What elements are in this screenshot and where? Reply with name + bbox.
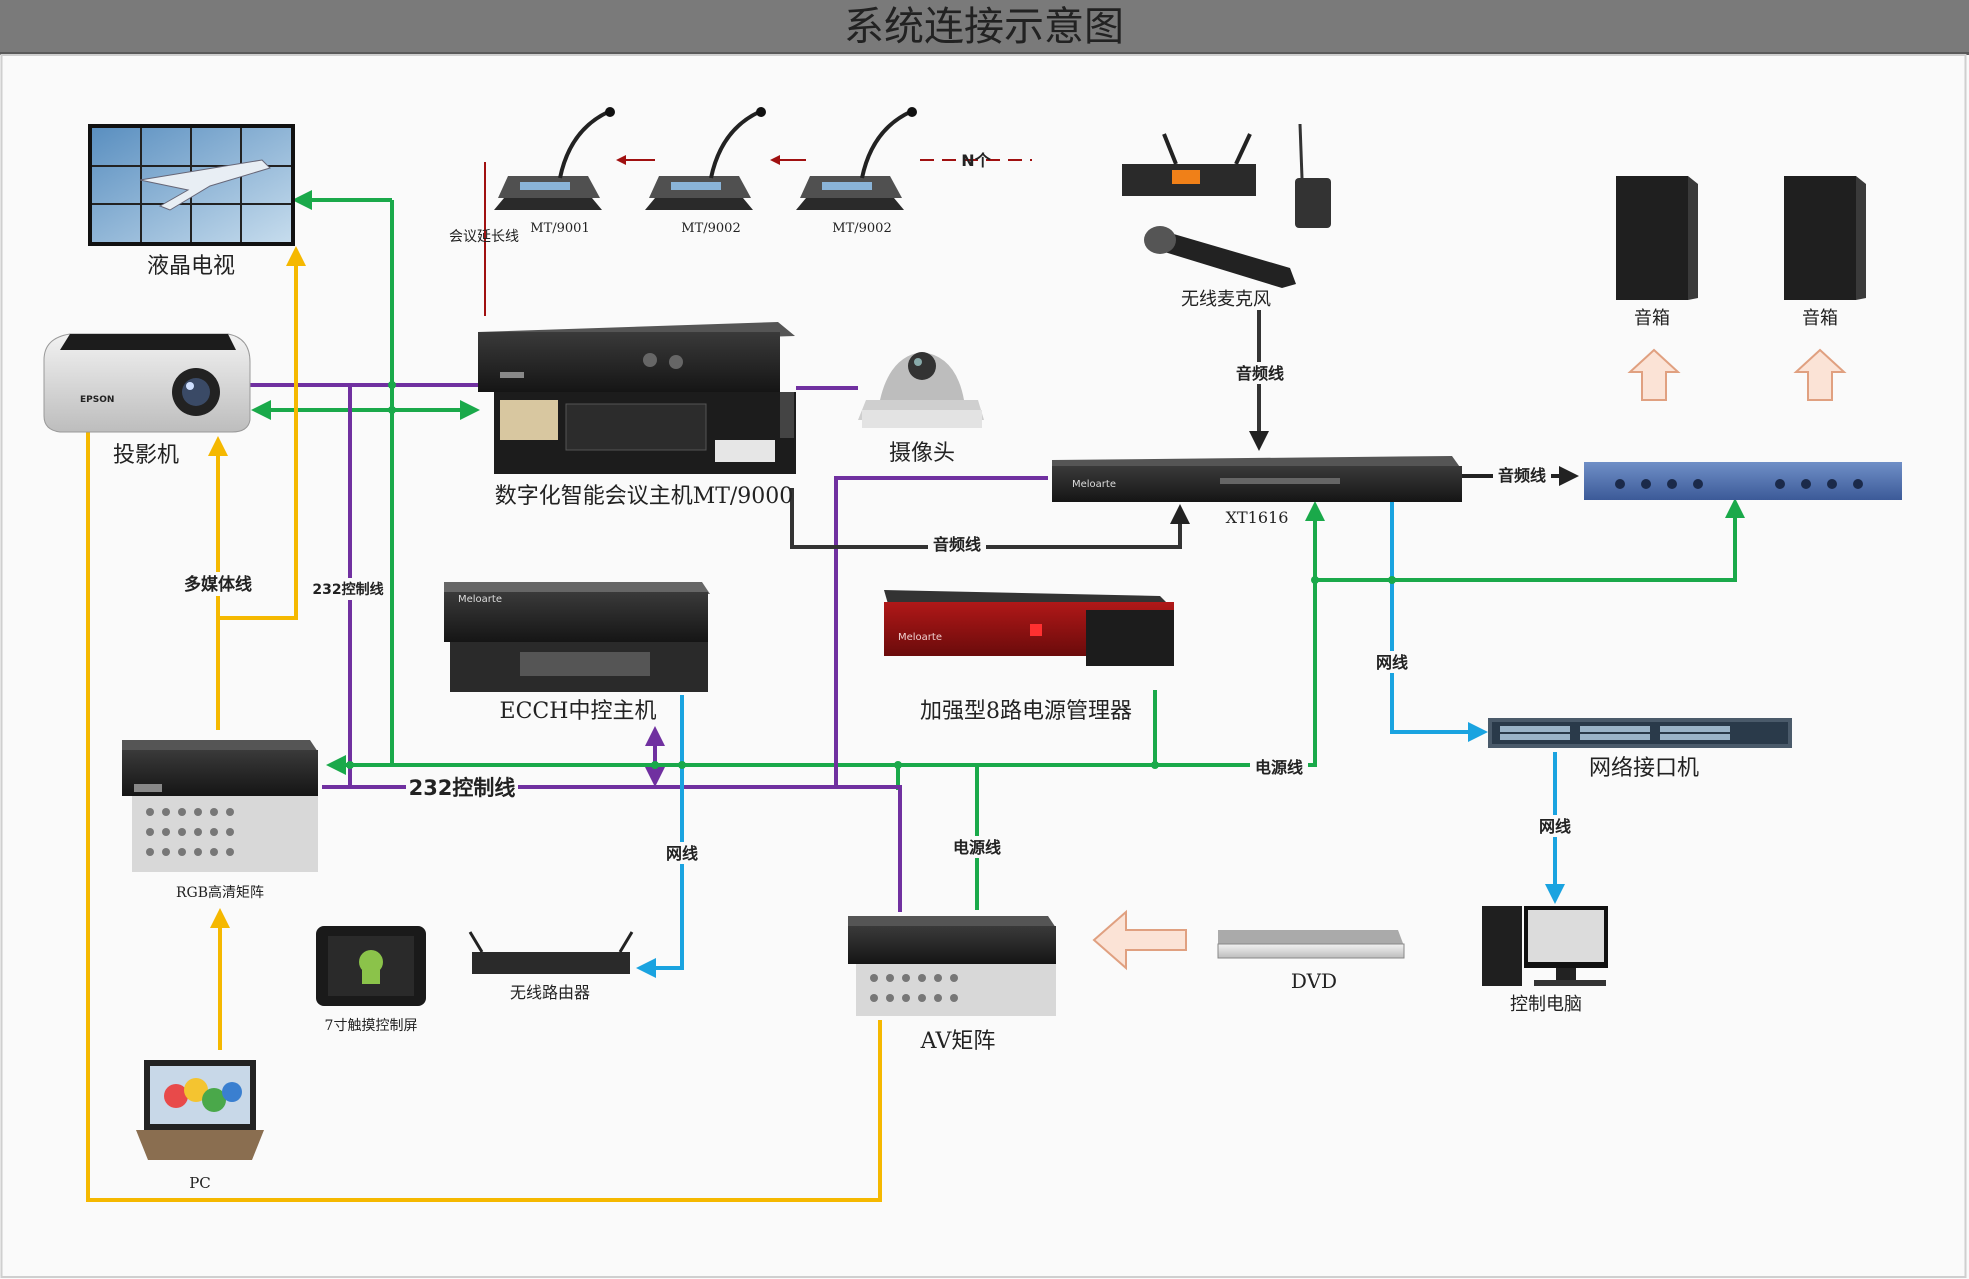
power-manager-label: 加强型8路电源管理器 (920, 699, 1132, 724)
label-audio-host: 音频线 (933, 535, 981, 554)
power-manager: Meloarte 加强型8路电源管理器 (884, 590, 1174, 724)
lcd-tv-label: 液晶电视 (147, 254, 235, 279)
xt1616: Meloarte XT1616 (1052, 456, 1462, 527)
pc-label: PC (189, 1174, 211, 1192)
mic-unit-1-label: MT/9001 (530, 221, 589, 236)
label-audio-mic: 音频线 (1236, 364, 1284, 383)
wireless-router-label: 无线路由器 (510, 983, 590, 1002)
title-bar (0, 0, 1969, 52)
xt1616-brand: Meloarte (1072, 479, 1116, 490)
wireless-router: 无线路由器 (468, 931, 634, 1002)
network-switch: 网络接口机 (1488, 718, 1792, 781)
label-power-main: 电源线 (1255, 758, 1303, 777)
green-wire-power-main (1155, 580, 1317, 767)
wireless-mic: 无线麦克风 (1122, 123, 1331, 310)
camera: 摄像头 (858, 352, 984, 466)
network-switch-label: 网络接口机 (1589, 756, 1699, 781)
ecch-label: ECCH中控主机 (500, 699, 657, 724)
mic-unit-3-label: MT/9002 (832, 221, 891, 236)
diagram-title: 系统连接示意图 (844, 4, 1124, 50)
label-net-router: 网线 (666, 844, 698, 863)
n-units-label: N个 (961, 151, 991, 170)
camera-label: 摄像头 (889, 441, 955, 466)
conference-host: 数字化智能会议主机MT/9000 (478, 322, 796, 509)
wire-labels: 音频线 音频线 音频线 多媒体线 232控制线 232控制线 网线 网线 网线 … (180, 362, 1576, 864)
dvd-player: DVD (1217, 930, 1405, 993)
speaker-left: 音箱 (1616, 176, 1698, 401)
label-232-small: 232控制线 (312, 581, 383, 598)
ecch-host: Meloarte ECCH中控主机 (444, 582, 710, 724)
purple-wire-xt1616 (834, 476, 1048, 787)
label-audio-amp: 音频线 (1498, 466, 1546, 485)
xt1616-label: XT1616 (1226, 508, 1289, 527)
label-power-av: 电源线 (953, 838, 1001, 857)
speaker-left-label: 音箱 (1634, 308, 1670, 329)
wireless-mic-label: 无线麦克风 (1181, 289, 1271, 310)
projector-label: 投影机 (113, 443, 179, 468)
touch-screen: 7寸触摸控制屏 (316, 926, 426, 1034)
mic-unit-2-label: MT/9002 (681, 221, 740, 236)
mic-unit-1: MT/9001 (494, 107, 615, 236)
yellow-wire-av-loop (78, 408, 882, 1202)
speaker-right: 音箱 (1784, 176, 1866, 401)
blue-wire-router (636, 695, 684, 978)
dvd-to-av-arrow (1092, 909, 1187, 971)
lcd-tv: 液晶电视 (88, 124, 295, 279)
control-pc-label: 控制电脑 (1510, 994, 1582, 1015)
label-multimedia: 多媒体线 (184, 574, 252, 595)
wires (78, 155, 1745, 1202)
label-net-switch: 网线 (1376, 653, 1408, 672)
yellow-wire-rgb-tv (218, 246, 306, 620)
rgb-matrix: RGB高清矩阵 (122, 740, 318, 901)
label-net-pc: 网线 (1539, 817, 1571, 836)
label-232-big: 232控制线 (409, 776, 516, 800)
touch-screen-label: 7寸触摸控制屏 (325, 1018, 418, 1034)
rgb-matrix-label: RGB高清矩阵 (176, 884, 264, 901)
projector-brand: EPSON (80, 395, 114, 405)
purple-wire-bus (322, 785, 902, 912)
power-manager-brand: Meloarte (898, 632, 942, 643)
mic-unit-3: MT/9002 (796, 107, 917, 236)
blue-wire-switch (1390, 502, 1488, 742)
mic-unit-2: MT/9002 (645, 107, 766, 236)
ext-cable-label: 会议延长线 (449, 229, 519, 245)
green-wire-amp (1315, 498, 1745, 582)
amplifier (1584, 462, 1902, 500)
av-matrix-label: AV矩阵 (920, 1029, 996, 1054)
conference-host-label: 数字化智能会议主机MT/9000 (495, 484, 794, 509)
speaker-right-label: 音箱 (1802, 308, 1838, 329)
pc-laptop: PC (136, 1060, 264, 1192)
av-matrix: AV矩阵 (848, 916, 1056, 1054)
control-pc: 控制电脑 (1482, 906, 1608, 1015)
junction-dots (346, 381, 1396, 769)
ecch-brand: Meloarte (458, 594, 502, 605)
dvd-label: DVD (1291, 969, 1337, 993)
projector: EPSON 投影机 (43, 333, 251, 468)
